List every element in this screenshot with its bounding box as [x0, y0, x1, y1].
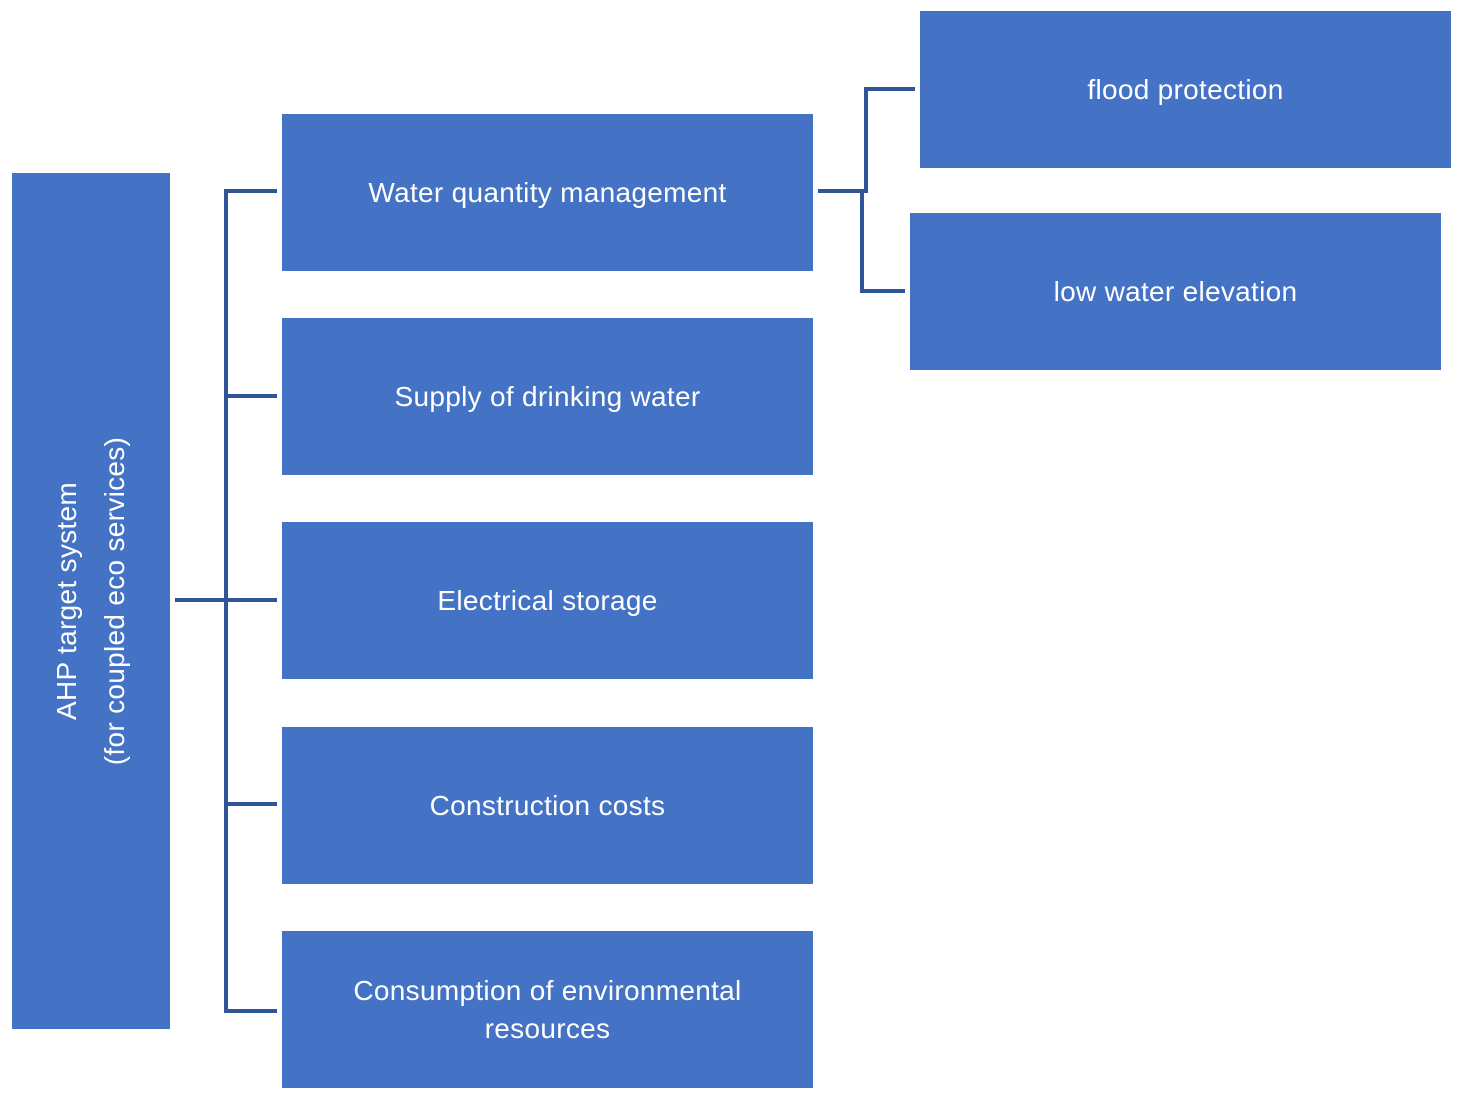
criterion-label: Construction costs — [429, 789, 666, 821]
criterion-box-environmental-resources: Consumption of environmental resources — [282, 931, 813, 1088]
root-goal-label: AHP target system (for coupled eco servi… — [43, 437, 139, 765]
root-goal-line1: AHP target system — [51, 481, 82, 721]
root-goal-box: AHP target system (for coupled eco servi… — [12, 173, 170, 1029]
criterion-box-drinking-water: Supply of drinking water — [282, 318, 813, 475]
criterion-label: Electrical storage — [437, 584, 658, 616]
criterion-box-electrical-storage: Electrical storage — [282, 522, 813, 679]
criterion-label: Consumption of environmental resources — [353, 974, 742, 1044]
criterion-box-water-quantity: Water quantity management — [282, 114, 813, 271]
subcriterion-box-flood-protection: flood protection — [920, 11, 1451, 168]
subcriterion-box-low-water-elevation: low water elevation — [910, 213, 1441, 370]
criterion-box-construction-costs: Construction costs — [282, 727, 813, 884]
subcriterion-label: flood protection — [1087, 73, 1284, 105]
subcriterion-label: low water elevation — [1053, 275, 1298, 307]
criterion-label: Water quantity management — [368, 176, 727, 208]
root-goal-line2: (for coupled eco services) — [99, 436, 130, 766]
criterion-label: Supply of drinking water — [394, 380, 701, 412]
